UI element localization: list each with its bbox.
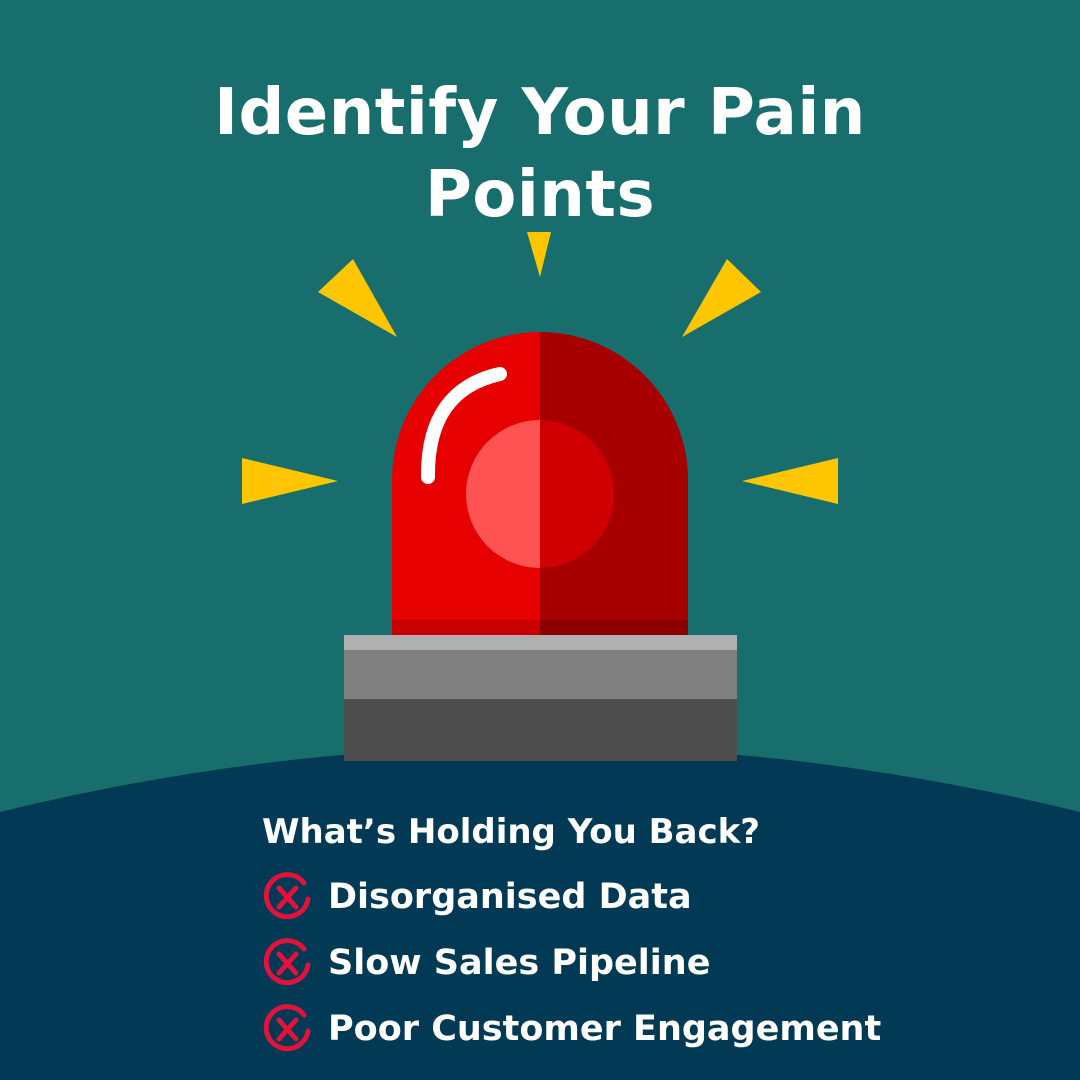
page-title: Identify Your Pain Points — [0, 72, 1080, 236]
siren-base-bottom — [344, 699, 737, 761]
title-line-2: Points — [424, 158, 656, 232]
alert-rays — [242, 232, 838, 504]
x-circle-icon — [263, 872, 311, 920]
title-line-1: Identify Your Pain — [214, 76, 866, 150]
list-item: Disorganised Data — [262, 864, 1062, 930]
siren-dome-rim-left — [392, 620, 540, 635]
x-circle-icon — [263, 938, 311, 986]
list-item-label: Slow Sales Pipeline — [328, 943, 711, 983]
list-item: Slow Sales Pipeline — [262, 930, 1062, 996]
siren-lamp-left — [466, 420, 540, 568]
siren-dome-rim-right — [540, 620, 688, 635]
siren-lamp-right — [540, 420, 614, 568]
list-item: Poor Customer Engagement — [262, 996, 1062, 1062]
checklist-heading: What’s Holding You Back? — [262, 812, 760, 852]
siren-base-top — [344, 635, 737, 650]
ray-upper-right — [682, 259, 761, 337]
x-circle-icon — [263, 1004, 311, 1052]
pain-points-checklist: What’s Holding You Back? Disorganised Da… — [262, 806, 1062, 1062]
ray-right — [742, 458, 838, 504]
siren-icon — [344, 332, 737, 761]
list-item-label: Disorganised Data — [328, 877, 692, 917]
ray-upper-left — [318, 259, 397, 337]
ray-top — [527, 232, 551, 277]
list-item-label: Poor Customer Engagement — [328, 1009, 882, 1049]
siren-base-middle — [344, 650, 737, 699]
bottom-curved-panel — [0, 746, 1080, 1080]
siren-highlight — [420, 367, 507, 484]
ray-left — [242, 458, 338, 504]
